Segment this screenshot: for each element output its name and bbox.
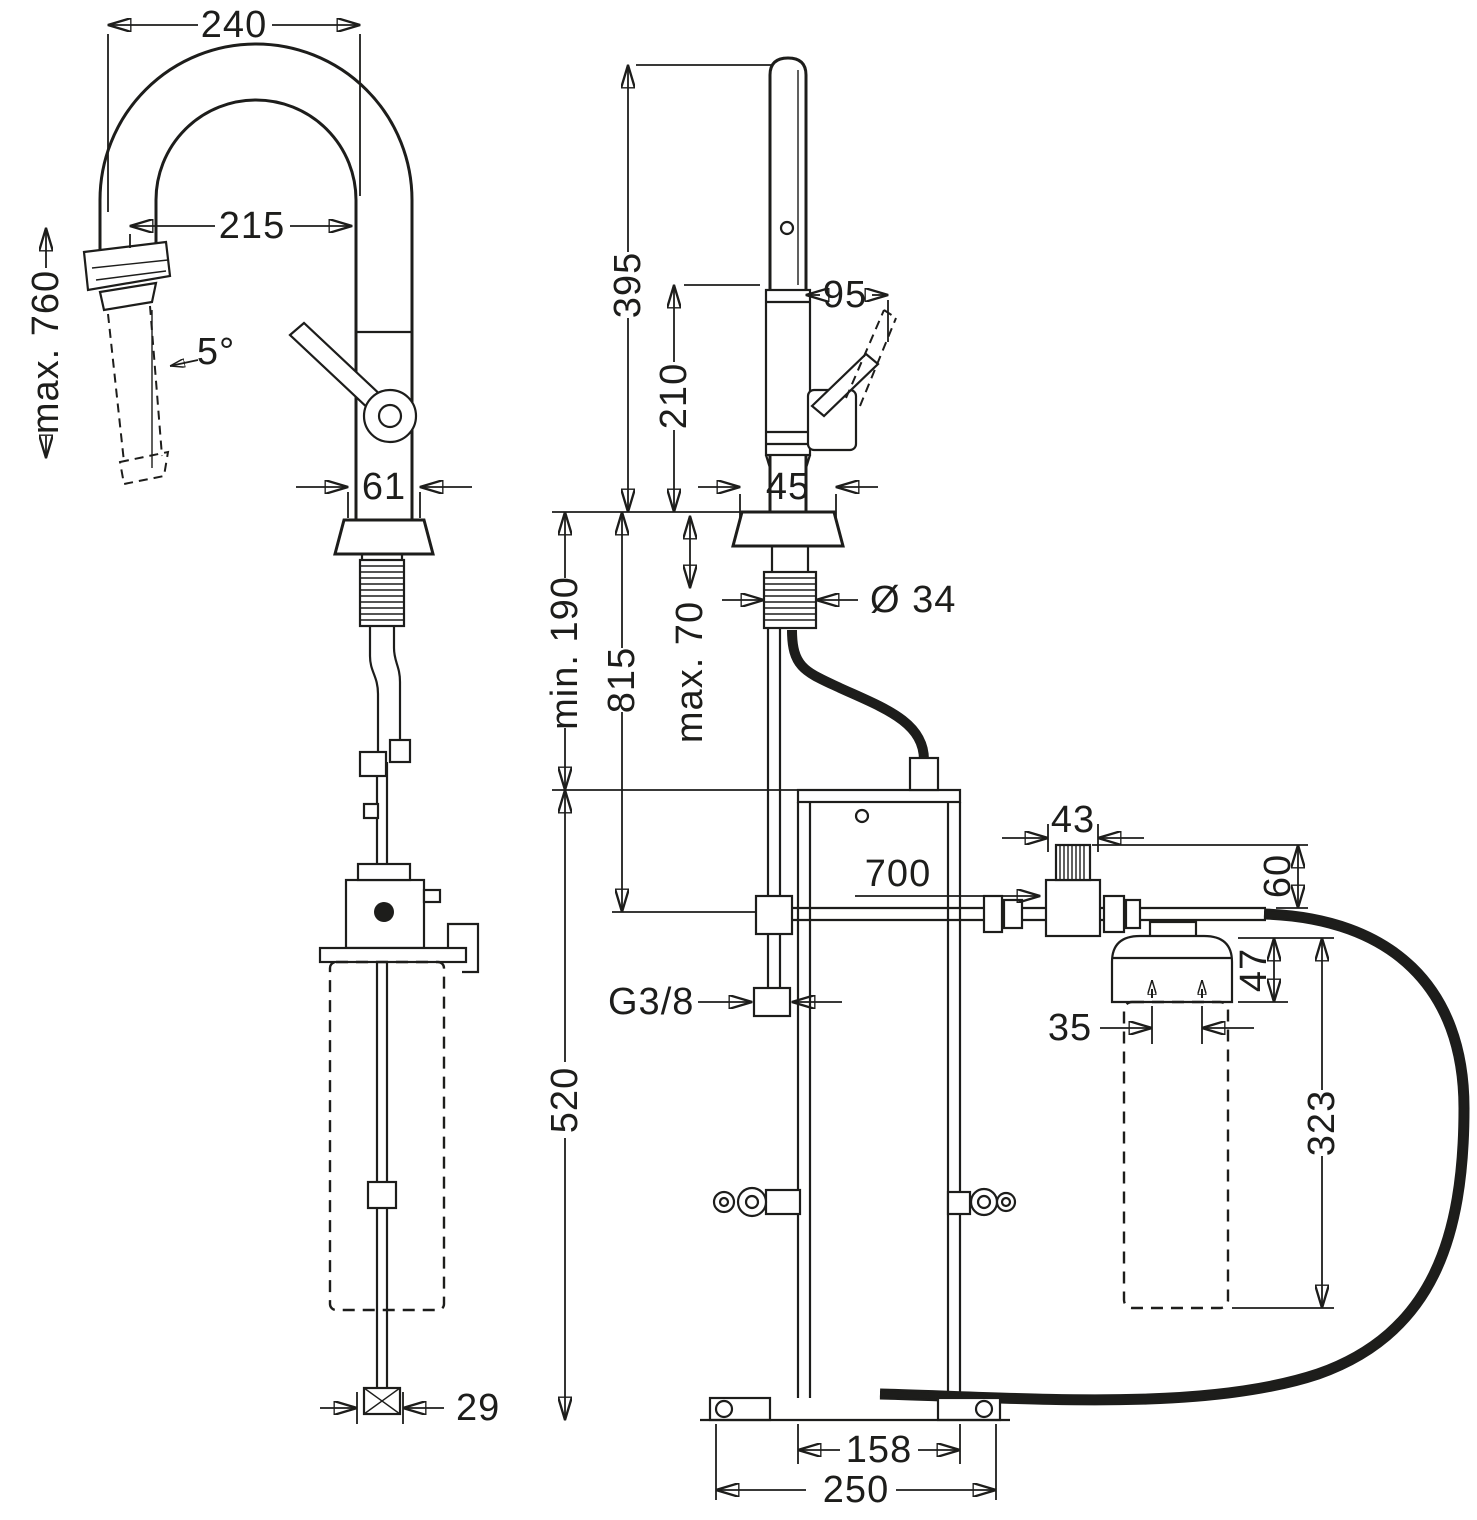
side-shank (762, 570, 818, 630)
dim-valve-width: 43 (1051, 799, 1095, 841)
front-filter-cartridge-dashed (328, 960, 446, 1312)
front-pullout-spray-dashed (107, 305, 170, 486)
dim-thread: G3/8 (608, 981, 694, 1023)
front-under-counter (318, 558, 480, 1416)
side-dimensions: 395 95 210 45 min. 190 815 max. 70 (544, 64, 1343, 1511)
side-pressure-valve (1044, 843, 1102, 938)
dim-body-width: 61 (362, 466, 406, 508)
front-handle (288, 321, 418, 444)
side-horizontal-pipe (754, 894, 1266, 936)
dim-pullout-max: max. 760 (25, 270, 67, 434)
dim-counter-max: max. 70 (669, 601, 711, 743)
dim-hose-length: 700 (865, 853, 931, 895)
dim-install-depth: 815 (601, 647, 643, 713)
front-body (333, 200, 435, 560)
dim-spout-height: 395 (607, 252, 649, 318)
dim-handle-reach: 95 (823, 274, 867, 316)
side-handle (806, 309, 897, 452)
dim-head-clearance: 60 (1257, 854, 1299, 898)
dim-port-spacing: 35 (1048, 1007, 1092, 1049)
front-dimensions: 240 215 max. 760 5° 61 29 (25, 4, 500, 1429)
side-view: 395 95 210 45 min. 190 815 max. 70 (544, 56, 1470, 1511)
side-filter-head (1110, 920, 1234, 1004)
dim-spout-width: 240 (201, 4, 267, 46)
side-faucet-body (731, 56, 845, 572)
front-spout (82, 42, 414, 312)
side-g38-fitting (752, 986, 792, 1018)
dim-spout-reach: 215 (219, 205, 285, 247)
dim-frame-height: 520 (544, 1067, 586, 1133)
front-view: 240 215 max. 760 5° 61 29 (25, 4, 500, 1429)
dim-base-width-inner: 158 (846, 1429, 912, 1471)
side-supply-hoses (766, 628, 940, 988)
dim-spray-angle: 5° (197, 331, 235, 373)
dim-filter-height: 323 (1301, 1090, 1343, 1156)
dim-head-height: 47 (1233, 948, 1275, 992)
side-hose-loop (879, 908, 1470, 1406)
dim-hole-diameter: Ø 34 (870, 579, 956, 621)
dim-body-height: 210 (653, 363, 695, 429)
side-filter-cartridge-dashed (1122, 1000, 1230, 1310)
dim-base-depth: 45 (766, 466, 810, 508)
dim-clearance-min: min. 190 (544, 576, 586, 730)
dim-bottom-offset: 29 (456, 1387, 500, 1429)
side-install-frame (700, 788, 1017, 1422)
dim-base-width-outer: 250 (823, 1469, 889, 1511)
